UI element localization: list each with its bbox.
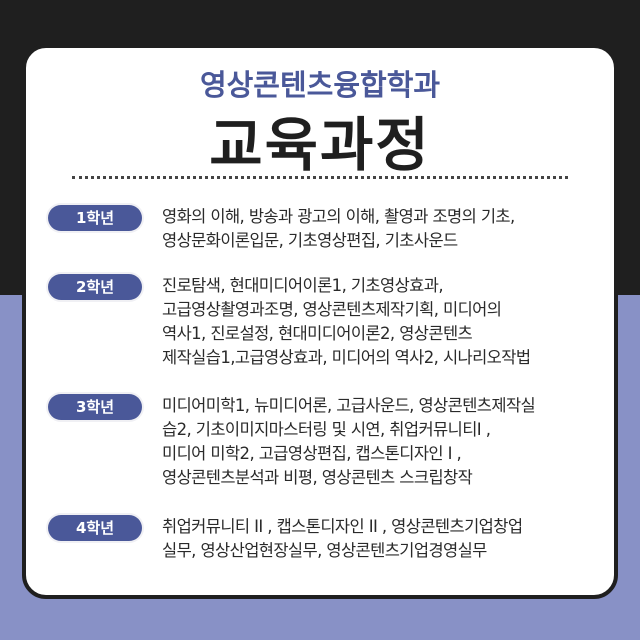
course-line: 역사1, 진로설정, 현대미디어이론2, 영상콘텐츠 xyxy=(162,324,473,343)
course-line: 제작실습1,고급영상효과, 미디어의 역사2, 시나리오작법 xyxy=(162,348,531,367)
course-line: 영상문화이론입문, 기초영상편집, 기초사운드 xyxy=(162,231,458,250)
course-list-2: 진로탐색, 현대미디어이론1, 기초영상효과, 고급영상촬영과조명, 영상콘텐츠… xyxy=(162,274,600,370)
course-line: 영상콘텐츠분석과 비평, 영상콘텐츠 스크립창작 xyxy=(162,468,473,487)
year-badge-3: 3학년 xyxy=(48,394,142,420)
course-line: 실무, 영상산업현장실무, 영상콘텐츠기업경영실무 xyxy=(162,541,487,560)
year-badge-4: 4학년 xyxy=(48,515,142,541)
curriculum-card: 영상콘텐츠융합학과 교육과정 1학년 영화의 이해, 방송과 광고의 이해, 촬… xyxy=(22,44,618,599)
year-badge-1: 1학년 xyxy=(48,205,142,231)
page-title: 교육과정 xyxy=(209,111,431,179)
course-line: 진로탐색, 현대미디어이론1, 기초영상효과, xyxy=(162,276,444,295)
course-line: 고급영상촬영과조명, 영상콘텐츠제작기획, 미디어의 xyxy=(162,300,502,319)
course-list-1: 영화의 이해, 방송과 광고의 이해, 촬영과 조명의 기초, 영상문화이론입문… xyxy=(162,205,600,253)
department-name: 영상콘텐츠융합학과 xyxy=(199,68,441,102)
year-badge-2: 2학년 xyxy=(48,274,142,300)
dotted-divider xyxy=(72,176,568,179)
course-line: 영화의 이해, 방송과 광고의 이해, 촬영과 조명의 기초, xyxy=(162,207,515,226)
course-line: 습2, 기초이미지마스터링 및 시연, 취업커뮤니티I , xyxy=(162,420,491,439)
course-line: 취업커뮤니티 II , 캡스톤디자인 II , 영상콘텐츠기업창업 xyxy=(162,517,523,536)
course-list-4: 취업커뮤니티 II , 캡스톤디자인 II , 영상콘텐츠기업창업 실무, 영상… xyxy=(162,515,600,563)
course-list-3: 미디어미학1, 뉴미디어론, 고급사운드, 영상콘텐츠제작실 습2, 기초이미지… xyxy=(162,394,600,490)
course-line: 미디어미학1, 뉴미디어론, 고급사운드, 영상콘텐츠제작실 xyxy=(162,396,536,415)
course-line: 미디어 미학2, 고급영상편집, 캡스톤디자인 I , xyxy=(162,444,462,463)
